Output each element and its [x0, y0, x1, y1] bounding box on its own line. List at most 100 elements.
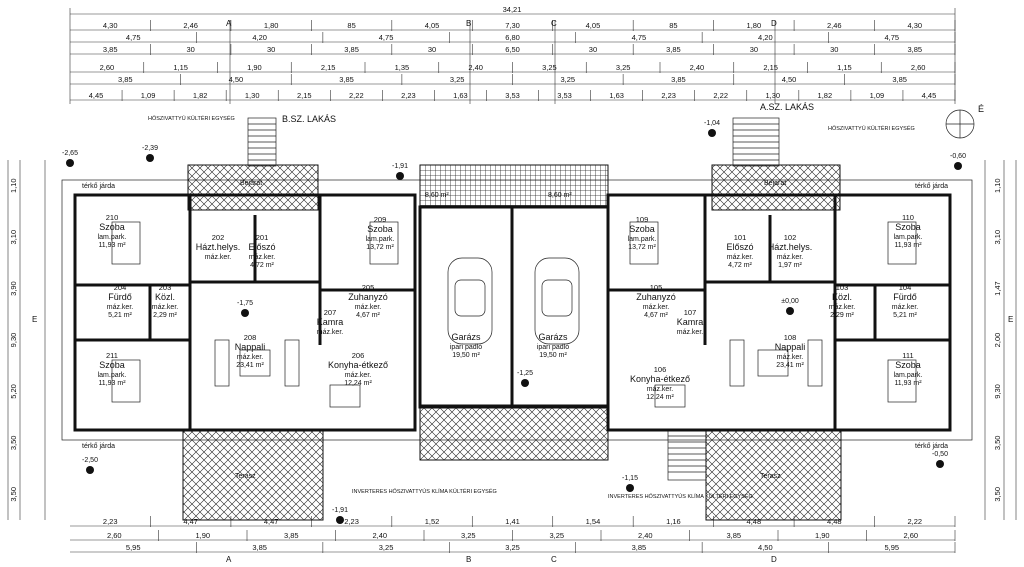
- inverter-note-right: INVERTERES HŐSZIVATTYÚS KLÍMA KÜLTÉRI EG…: [608, 493, 753, 500]
- dimension-value: 30: [428, 45, 436, 54]
- dimension-value: 85: [347, 21, 355, 30]
- room-name: Kamra: [317, 317, 344, 327]
- room-name: Fürdő: [893, 292, 917, 302]
- dimension-value: 3,53: [505, 91, 520, 100]
- stairs-right: [732, 117, 780, 167]
- room-finish: máz.ker.: [643, 304, 670, 311]
- dimension-value: 3,85: [671, 75, 686, 84]
- level-marker-icon: [146, 154, 154, 162]
- grid-label-c-bottom: C: [551, 555, 557, 564]
- room-name: Nappali: [235, 342, 266, 352]
- level-value: -2,39: [142, 145, 158, 152]
- dimension-value: 1,82: [818, 91, 833, 100]
- dimension-value: 4,30: [907, 21, 922, 30]
- grid-label-a: A: [226, 19, 232, 28]
- dimension-value: 4,50: [782, 75, 797, 84]
- dimension-value: 2,60: [903, 531, 918, 540]
- room-finish: ipari padló: [450, 344, 482, 351]
- level-marker-icon: [708, 129, 716, 137]
- dimension-value: 1,90: [195, 531, 210, 540]
- room-name: Zuhanyzó: [636, 292, 676, 302]
- room-area: 19,50 m²: [539, 352, 567, 359]
- room-name: Fürdő: [108, 292, 132, 302]
- entrance-right-label: Bejárat: [764, 180, 786, 187]
- dimension-value: 2,23: [661, 91, 676, 100]
- entrance-left: [187, 164, 319, 211]
- dimension-value: 1,63: [453, 91, 468, 100]
- room-finish: lam.park.: [366, 236, 395, 243]
- grid-label-b-bottom: B: [466, 555, 471, 564]
- dimension-value: 2,40: [638, 531, 653, 540]
- room-area: 11,93 m²: [894, 242, 922, 249]
- garage-canopy: [419, 164, 609, 208]
- room-name: Előszó: [248, 242, 275, 252]
- walkway-label-bottom-right: térkő járda: [915, 443, 948, 450]
- level-marker-icon: [396, 172, 404, 180]
- dimension-value: 3,10: [993, 230, 1002, 245]
- dimension-value: 3,25: [549, 531, 564, 540]
- dimension-value: 1,10: [9, 178, 18, 193]
- unit-label-left: B.SZ. LAKÁS: [282, 114, 336, 124]
- grid-label-a-bottom: A: [226, 555, 232, 564]
- dimension-value: 3,25: [561, 75, 576, 84]
- room-number: 111: [902, 351, 913, 360]
- dimension-value: 1,16: [666, 517, 681, 526]
- room-area: 13,72 m²: [366, 244, 394, 251]
- dimension-value: 1,10: [993, 178, 1002, 193]
- walkway-label-left: térkő járda: [82, 183, 115, 190]
- grid-label-c: C: [551, 19, 557, 28]
- room-name: Szoba: [895, 222, 921, 232]
- dimension-value: 5,95: [126, 543, 141, 552]
- grid-label-e-left: E: [32, 315, 37, 324]
- north-arrow-icon: É: [945, 104, 984, 139]
- level-marker-icon: [626, 484, 634, 492]
- room-number: 204: [114, 283, 127, 292]
- room-name: Szoba: [367, 224, 393, 234]
- dimension-value: 4,05: [425, 21, 440, 30]
- level-marker-icon: [86, 466, 94, 474]
- level-value: -1,91: [332, 507, 348, 514]
- room-finish: máz.ker.: [892, 304, 919, 311]
- garage-canopy-area-left: 8,60 m²: [425, 192, 449, 199]
- room-name: Szoba: [99, 222, 125, 232]
- room-name: Közl.: [155, 292, 175, 302]
- room-area: 11,93 m²: [98, 380, 126, 387]
- room-number: 109: [636, 215, 649, 224]
- dimension-value: 30: [187, 45, 195, 54]
- level-value: -1,25: [517, 370, 533, 377]
- dimension-value: 2,22: [713, 91, 728, 100]
- dimension-value: 1,90: [247, 63, 262, 72]
- dimension-value: 2,00: [993, 333, 1002, 348]
- dimension-value: 1,82: [193, 91, 208, 100]
- room-area: 4,72 m²: [728, 262, 752, 269]
- dimension-value: 2,15: [763, 63, 778, 72]
- room-area: 11,93 m²: [98, 242, 126, 249]
- dimension-value: 3,85: [339, 75, 354, 84]
- room-area: 19,50 m²: [452, 352, 480, 359]
- grid-label-d-bottom: D: [771, 555, 777, 564]
- dimension-value: 1,30: [765, 91, 780, 100]
- room-number: 203: [159, 283, 172, 292]
- room-number: 208: [244, 333, 257, 342]
- room-finish: máz.ker.: [727, 254, 754, 261]
- dimension-value: 4,75: [632, 33, 647, 42]
- room-area: 4,72 m²: [250, 262, 274, 269]
- room-finish: máz.ker.: [249, 254, 276, 261]
- room-name: Szoba: [895, 360, 921, 370]
- room-finish: máz.ker.: [355, 304, 382, 311]
- grid-label-d: D: [771, 19, 777, 28]
- dimension-value: 30: [589, 45, 597, 54]
- walkway-label-bottom-left: térkő járda: [82, 443, 115, 450]
- room-finish: lam.park.: [98, 234, 127, 241]
- room-number: 106: [654, 365, 667, 374]
- room-name: Szoba: [629, 224, 655, 234]
- dimension-value: 4,30: [103, 21, 118, 30]
- dimension-value: 2,22: [349, 91, 364, 100]
- room-number: 104: [899, 283, 912, 292]
- dimension-value: 3,10: [9, 230, 18, 245]
- dimension-value: 2,23: [103, 517, 118, 526]
- dimension-value: 1,54: [586, 517, 601, 526]
